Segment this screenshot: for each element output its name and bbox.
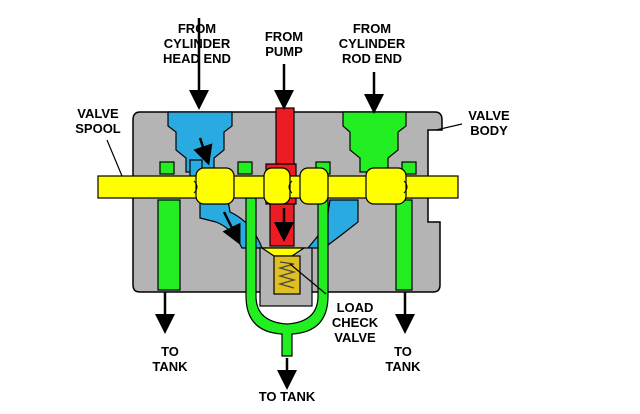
label-valve-body: VALVE BODY [468,108,510,138]
label-to-tank-left: TO TANK [152,344,188,374]
label-from-pump: FROM PUMP [264,29,304,59]
label-to-tank-bottom: TO TANK [258,389,316,404]
valve-spool [97,167,459,205]
leader-lines [106,123,463,295]
label-valve-spool: VALVE SPOOL [75,106,121,136]
tank-return-tube [245,197,329,357]
label-load-check-valve: LOAD CHECK VALVE [331,300,379,345]
flow-arrows [155,18,415,390]
label-to-tank-right: TO TANK [385,344,421,374]
load-check-valve [259,247,313,307]
label-from-rod-end: FROM CYLINDER ROD END [338,21,406,66]
label-from-head-end: FROM CYLINDER HEAD END [163,21,231,66]
